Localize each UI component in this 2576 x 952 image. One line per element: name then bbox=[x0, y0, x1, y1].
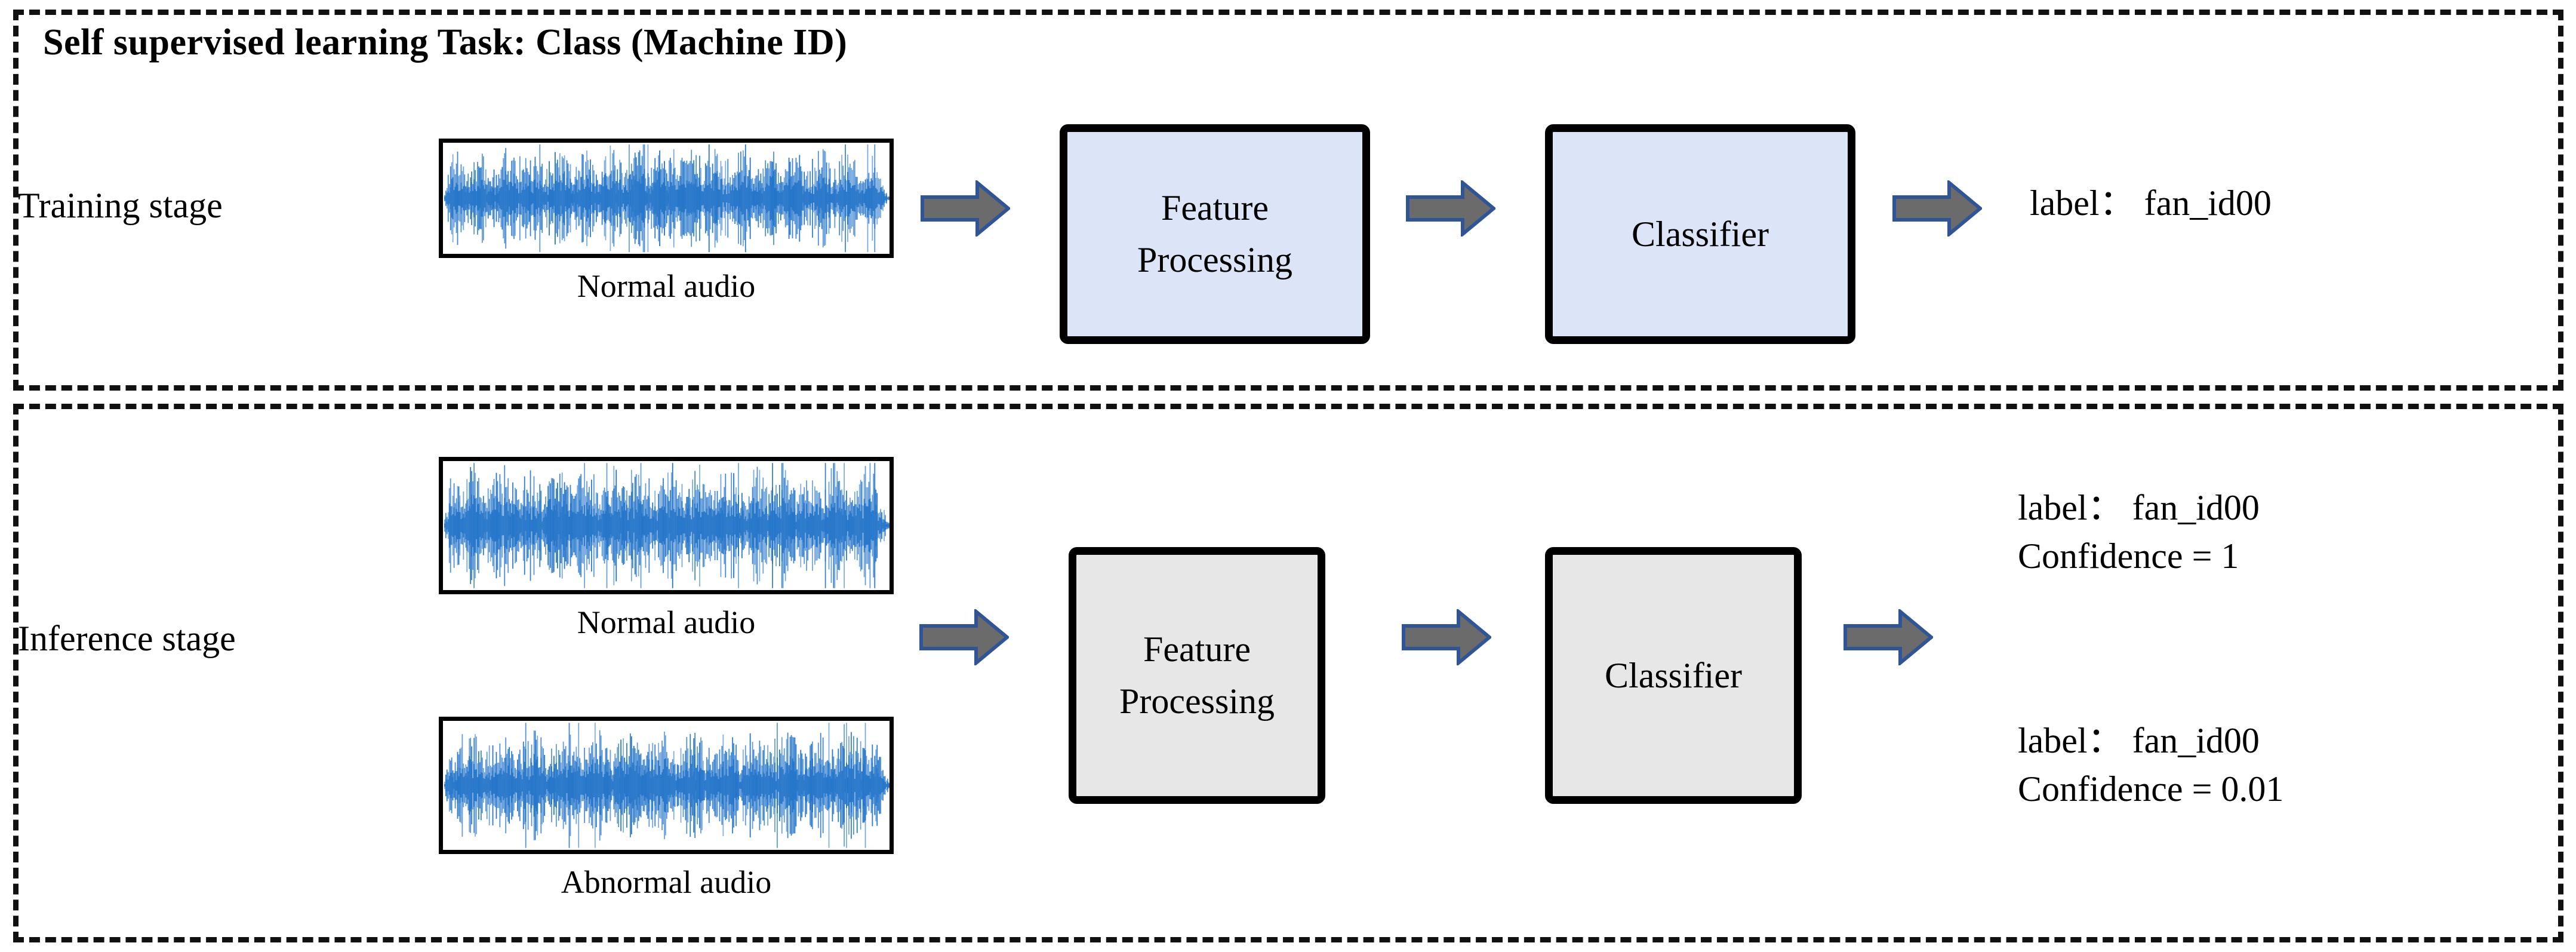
audio-card-inference-normal: Normal audio bbox=[439, 457, 894, 641]
training-stage-panel bbox=[13, 10, 2563, 391]
process-box-label: Feature Processing bbox=[1115, 624, 1279, 727]
right-block-arrow-icon bbox=[921, 180, 1010, 237]
inference-stage-panel bbox=[13, 404, 2563, 942]
right-block-arrow-icon bbox=[1892, 180, 1982, 237]
stage-label-inference: Inference stage bbox=[18, 619, 236, 658]
right-block-arrow-icon bbox=[919, 609, 1009, 665]
process-box-inference-classifier[interactable]: Classifier bbox=[1545, 547, 1802, 804]
process-box-label: Feature Processing bbox=[1132, 182, 1297, 286]
process-box-label-line2: Processing bbox=[1119, 681, 1275, 721]
output-inference-abnormal-label: label： fan_id00 Confidence = 0.01 bbox=[2018, 717, 2283, 813]
audio-caption-inference-normal: Normal audio bbox=[577, 604, 756, 640]
output-line: label： fan_id00 bbox=[2018, 721, 2260, 760]
output-line: label： fan_id00 bbox=[2030, 183, 2272, 223]
right-block-arrow-icon bbox=[1402, 609, 1491, 665]
process-box-training-classifier[interactable]: Classifier bbox=[1545, 124, 1855, 344]
process-box-training-feature-processing[interactable]: Feature Processing bbox=[1060, 124, 1370, 344]
audio-waveform-icon bbox=[439, 717, 894, 854]
audio-caption-training-normal: Normal audio bbox=[577, 268, 756, 304]
audio-waveform-icon bbox=[439, 457, 894, 594]
stage-label-training: Training stage bbox=[18, 186, 223, 225]
process-box-label-line2: Processing bbox=[1137, 240, 1292, 280]
right-block-arrow-icon bbox=[1843, 609, 1933, 665]
audio-waveform-icon bbox=[439, 139, 894, 258]
output-line: label： fan_id00 bbox=[2018, 488, 2260, 527]
audio-caption-inference-abnormal: Abnormal audio bbox=[561, 864, 772, 900]
output-line: Confidence = 1 bbox=[2018, 536, 2239, 576]
process-box-label-line1: Feature bbox=[1161, 188, 1269, 228]
output-training-label: label： fan_id00 bbox=[2030, 179, 2272, 228]
page-title: Self supervised learning Task: Class (Ma… bbox=[43, 22, 848, 63]
process-box-label-line1: Feature bbox=[1143, 629, 1251, 669]
output-inference-normal-label: label： fan_id00 Confidence = 1 bbox=[2018, 484, 2260, 581]
process-box-label: Classifier bbox=[1632, 214, 1769, 254]
right-block-arrow-icon bbox=[1406, 180, 1495, 237]
process-box-inference-feature-processing[interactable]: Feature Processing bbox=[1069, 547, 1325, 804]
process-box-label: Classifier bbox=[1605, 655, 1742, 695]
output-line: Confidence = 0.01 bbox=[2018, 769, 2284, 809]
audio-card-training-normal: Normal audio bbox=[439, 139, 894, 305]
audio-card-inference-abnormal: Abnormal audio bbox=[439, 717, 894, 901]
